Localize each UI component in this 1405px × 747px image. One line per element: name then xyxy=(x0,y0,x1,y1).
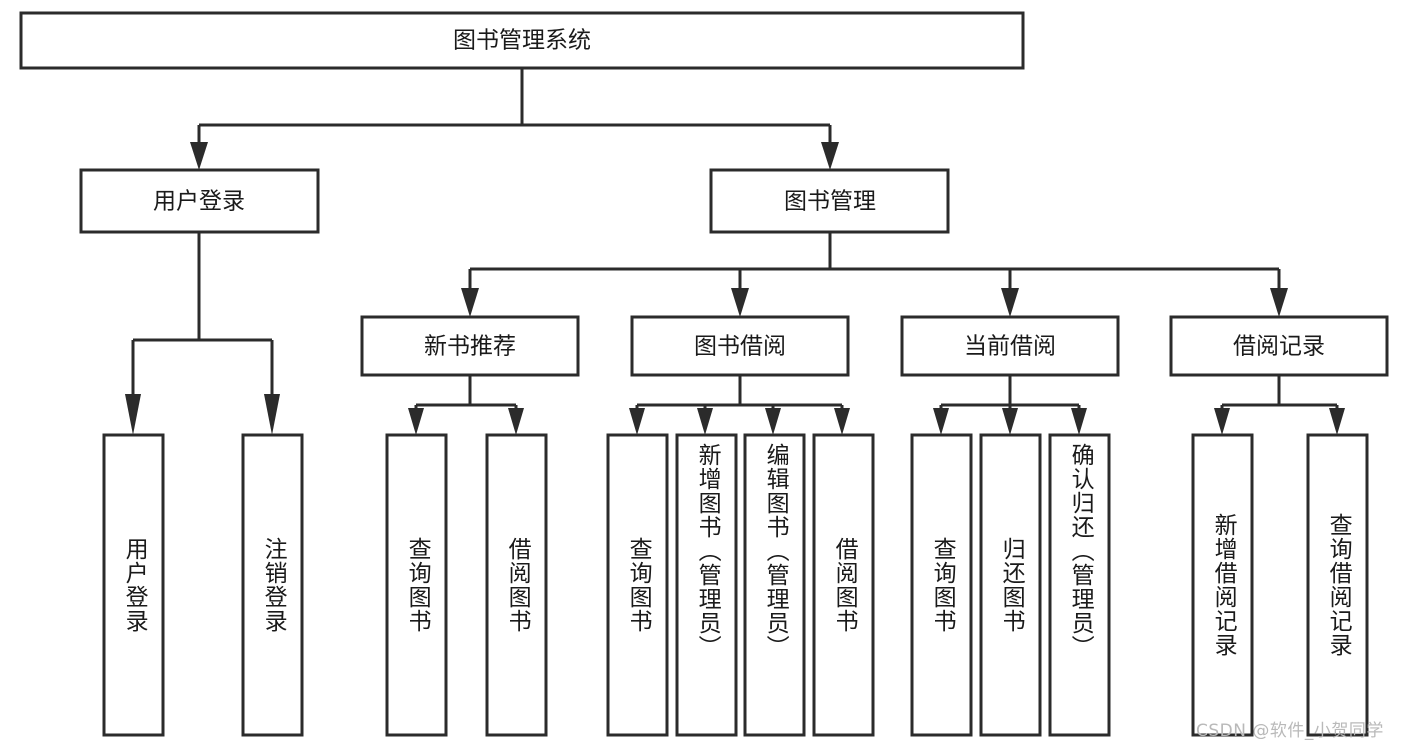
label-borrow-record: 借阅记录 xyxy=(1233,334,1325,360)
label-leaf-current-1: 归还图书 xyxy=(998,537,1025,633)
arrow-newbook-to-leaf0 xyxy=(408,408,424,435)
node-leaf-borrow-1[interactable] xyxy=(675,433,738,737)
node-leaf-user-login-1[interactable] xyxy=(241,433,304,737)
leaf-label-wrap-newbook-0: 查询图书 xyxy=(387,435,446,735)
label-leaf-user-login-1: 注销登录 xyxy=(260,537,287,633)
leaf-label-wrap-borrow-2: 编辑图书（管理员） xyxy=(745,435,804,735)
label-leaf-record-1: 查询借阅记录 xyxy=(1325,513,1352,657)
leaf-label-wrap-record-0: 新增借阅记录 xyxy=(1193,435,1252,735)
label-leaf-newbook-1: 借阅图书 xyxy=(504,537,531,633)
node-leaf-borrow-2[interactable] xyxy=(743,433,806,737)
leaf-label-wrap-user-login-0: 用户登录 xyxy=(104,435,163,735)
node-book-borrow[interactable] xyxy=(630,315,850,377)
arrow-bookmgmt-to-l3-1 xyxy=(731,288,749,317)
arrow-root-to-bookmgmt xyxy=(821,142,839,170)
node-leaf-user-login-0[interactable] xyxy=(102,433,165,737)
node-leaf-current-2[interactable] xyxy=(1048,433,1111,737)
leaf-label-wrap-borrow-3: 借阅图书 xyxy=(814,435,873,735)
arrow-newbook-to-leaf1 xyxy=(508,408,524,435)
leaf-label-wrap-current-1: 归还图书 xyxy=(981,435,1040,735)
arrow-current-to-leaf0 xyxy=(933,408,949,435)
node-current-borrow[interactable] xyxy=(900,315,1120,377)
arrow-record-to-leaf1 xyxy=(1329,408,1345,435)
label-leaf-borrow-2: 编辑图书（管理员） xyxy=(762,443,789,659)
node-layer xyxy=(19,11,1389,737)
label-book-management: 图书管理 xyxy=(784,189,876,215)
node-leaf-current-1[interactable] xyxy=(979,433,1042,737)
horizontal-label-layer: 图书管理系统 用户登录 图书管理 新书推荐 图书借阅 当前借阅 借阅记录 xyxy=(153,28,1325,360)
leaf-label-wrap-newbook-1: 借阅图书 xyxy=(487,435,546,735)
arrow-current-to-leaf2 xyxy=(1071,408,1087,435)
label-leaf-user-login-0: 用户登录 xyxy=(121,537,148,633)
leaf-label-wrap-current-0: 查询图书 xyxy=(912,435,971,735)
node-root[interactable] xyxy=(19,11,1025,70)
csdn-watermark: CSDN @软件_小贺同学 xyxy=(1196,721,1384,741)
label-user-login: 用户登录 xyxy=(153,189,245,215)
label-leaf-current-0: 查询图书 xyxy=(929,537,956,633)
node-borrow-record[interactable] xyxy=(1169,315,1389,377)
connector-layer xyxy=(125,68,1345,435)
node-user-login[interactable] xyxy=(79,168,320,234)
label-current-borrow: 当前借阅 xyxy=(964,334,1056,360)
arrow-borrow-to-leaf3 xyxy=(834,408,850,435)
label-leaf-newbook-0: 查询图书 xyxy=(404,537,431,633)
leaf-label-wrap-record-1: 查询借阅记录 xyxy=(1308,435,1367,735)
arrow-login-to-leaf0 xyxy=(125,394,141,435)
leaf-label-wrap-user-login-1: 注销登录 xyxy=(243,435,302,735)
node-leaf-borrow-0[interactable] xyxy=(606,433,669,737)
arrow-record-to-leaf0 xyxy=(1214,408,1230,435)
label-leaf-record-0: 新增借阅记录 xyxy=(1210,513,1237,657)
label-root: 图书管理系统 xyxy=(453,28,591,54)
node-leaf-newbook-1[interactable] xyxy=(485,433,548,737)
node-book-management[interactable] xyxy=(709,168,950,234)
arrow-bookmgmt-to-l3-0 xyxy=(461,288,479,317)
arrow-bookmgmt-to-l3-3 xyxy=(1270,288,1288,317)
leaf-label-wrap-current-2: 确认归还（管理员） xyxy=(1050,435,1109,735)
arrow-login-to-leaf1 xyxy=(264,394,280,435)
label-leaf-current-2: 确认归还（管理员） xyxy=(1067,443,1094,659)
node-leaf-record-1[interactable] xyxy=(1306,433,1369,737)
node-leaf-borrow-3[interactable] xyxy=(812,433,875,737)
arrow-borrow-to-leaf1 xyxy=(697,408,713,435)
node-new-book-recommend[interactable] xyxy=(360,315,580,377)
arrow-borrow-to-leaf0 xyxy=(629,408,645,435)
label-new-book-recommend: 新书推荐 xyxy=(424,334,516,360)
arrow-bookmgmt-to-l3-2 xyxy=(1001,288,1019,317)
arrow-current-to-leaf1 xyxy=(1002,408,1018,435)
node-leaf-current-0[interactable] xyxy=(910,433,973,737)
label-book-borrow: 图书借阅 xyxy=(694,334,786,360)
leaf-label-wrap-borrow-1: 新增图书（管理员） xyxy=(677,435,736,735)
leaf-label-wrap-borrow-0: 查询图书 xyxy=(608,435,667,735)
label-leaf-borrow-3: 借阅图书 xyxy=(831,537,858,633)
node-leaf-record-0[interactable] xyxy=(1191,433,1254,737)
node-leaf-newbook-0[interactable] xyxy=(385,433,448,737)
label-leaf-borrow-1: 新增图书（管理员） xyxy=(694,443,721,659)
label-leaf-borrow-0: 查询图书 xyxy=(625,537,652,633)
arrow-root-to-login xyxy=(190,142,208,170)
arrow-borrow-to-leaf2 xyxy=(765,408,781,435)
